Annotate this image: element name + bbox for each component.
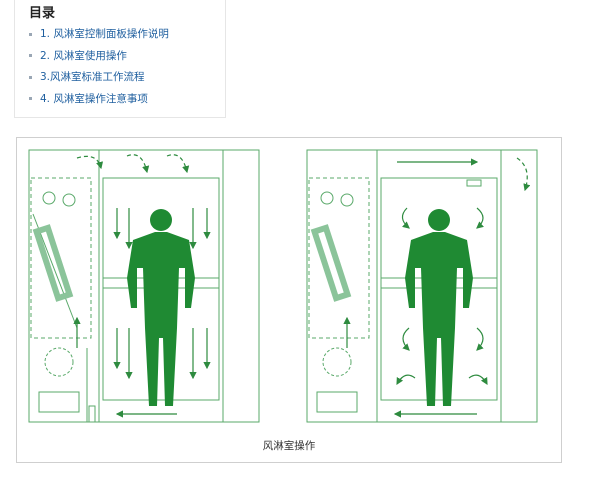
- toc-link[interactable]: 1. 风淋室控制面板操作说明: [40, 28, 169, 40]
- bullet-icon: [29, 97, 32, 100]
- figure-caption: 风淋室操作: [262, 440, 316, 452]
- right-operator-figure: [405, 209, 473, 406]
- toc-link[interactable]: 3.风淋室标准工作流程: [40, 71, 145, 83]
- toc-item[interactable]: 3.风淋室标准工作流程: [29, 69, 169, 91]
- toc-item[interactable]: 1. 风淋室控制面板操作说明: [29, 26, 169, 48]
- air-shower-figure: 风淋室操作: [16, 137, 562, 463]
- toc-link[interactable]: 4. 风淋室操作注意事项: [40, 92, 148, 105]
- air-shower-diagram: [28, 149, 538, 423]
- table-of-contents: 目录 1. 风淋室控制面板操作说明 2. 风淋室使用操作 3.风淋室标准工作流程…: [14, 0, 226, 118]
- bullet-icon: [29, 75, 32, 79]
- left-panel-illustration: [28, 149, 260, 423]
- toc-link[interactable]: 2. 风淋室使用操作: [40, 49, 127, 62]
- bullet-icon: [29, 54, 32, 57]
- toc-title: 目录: [29, 6, 56, 21]
- left-operator-figure: [127, 209, 195, 406]
- toc-item[interactable]: 4. 风淋室操作注意事项: [29, 91, 169, 113]
- toc-item[interactable]: 2. 风淋室使用操作: [29, 48, 169, 70]
- left-airflow-arrows: [73, 154, 211, 418]
- bullet-icon: [29, 32, 32, 36]
- toc-list: 1. 风淋室控制面板操作说明 2. 风淋室使用操作 3.风淋室标准工作流程 4.…: [29, 26, 169, 112]
